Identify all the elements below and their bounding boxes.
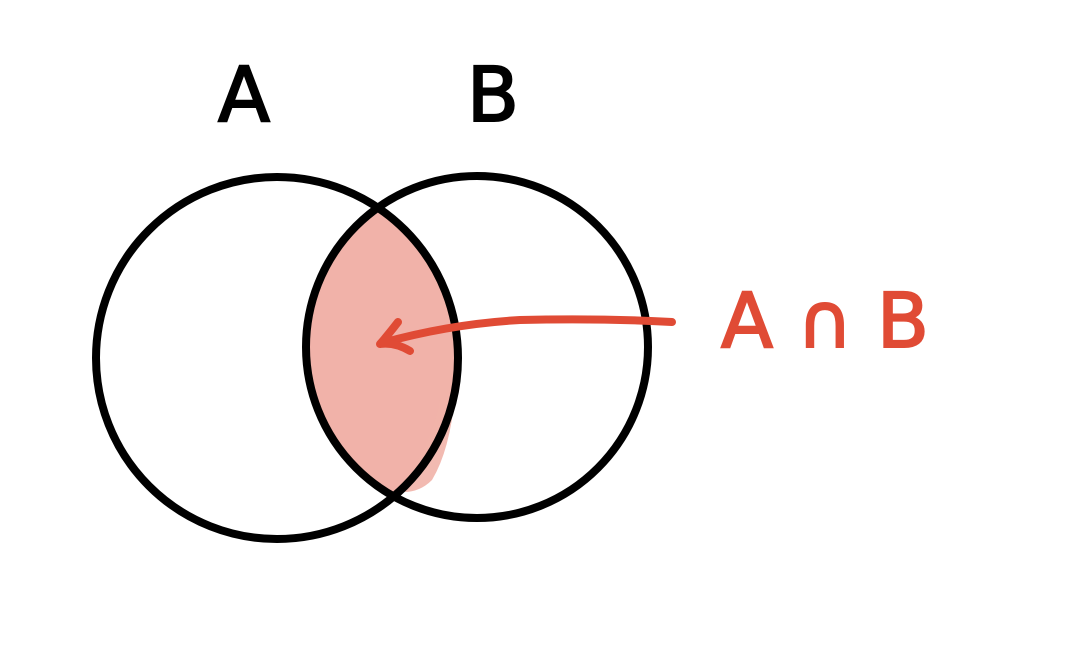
pointer-arrow	[376, 315, 676, 355]
circle-a	[92, 173, 462, 543]
label-set-a: A	[218, 50, 270, 139]
circle-b	[302, 172, 652, 522]
label-intersection: A ∩ B	[721, 276, 929, 365]
label-set-b: B	[467, 50, 519, 139]
